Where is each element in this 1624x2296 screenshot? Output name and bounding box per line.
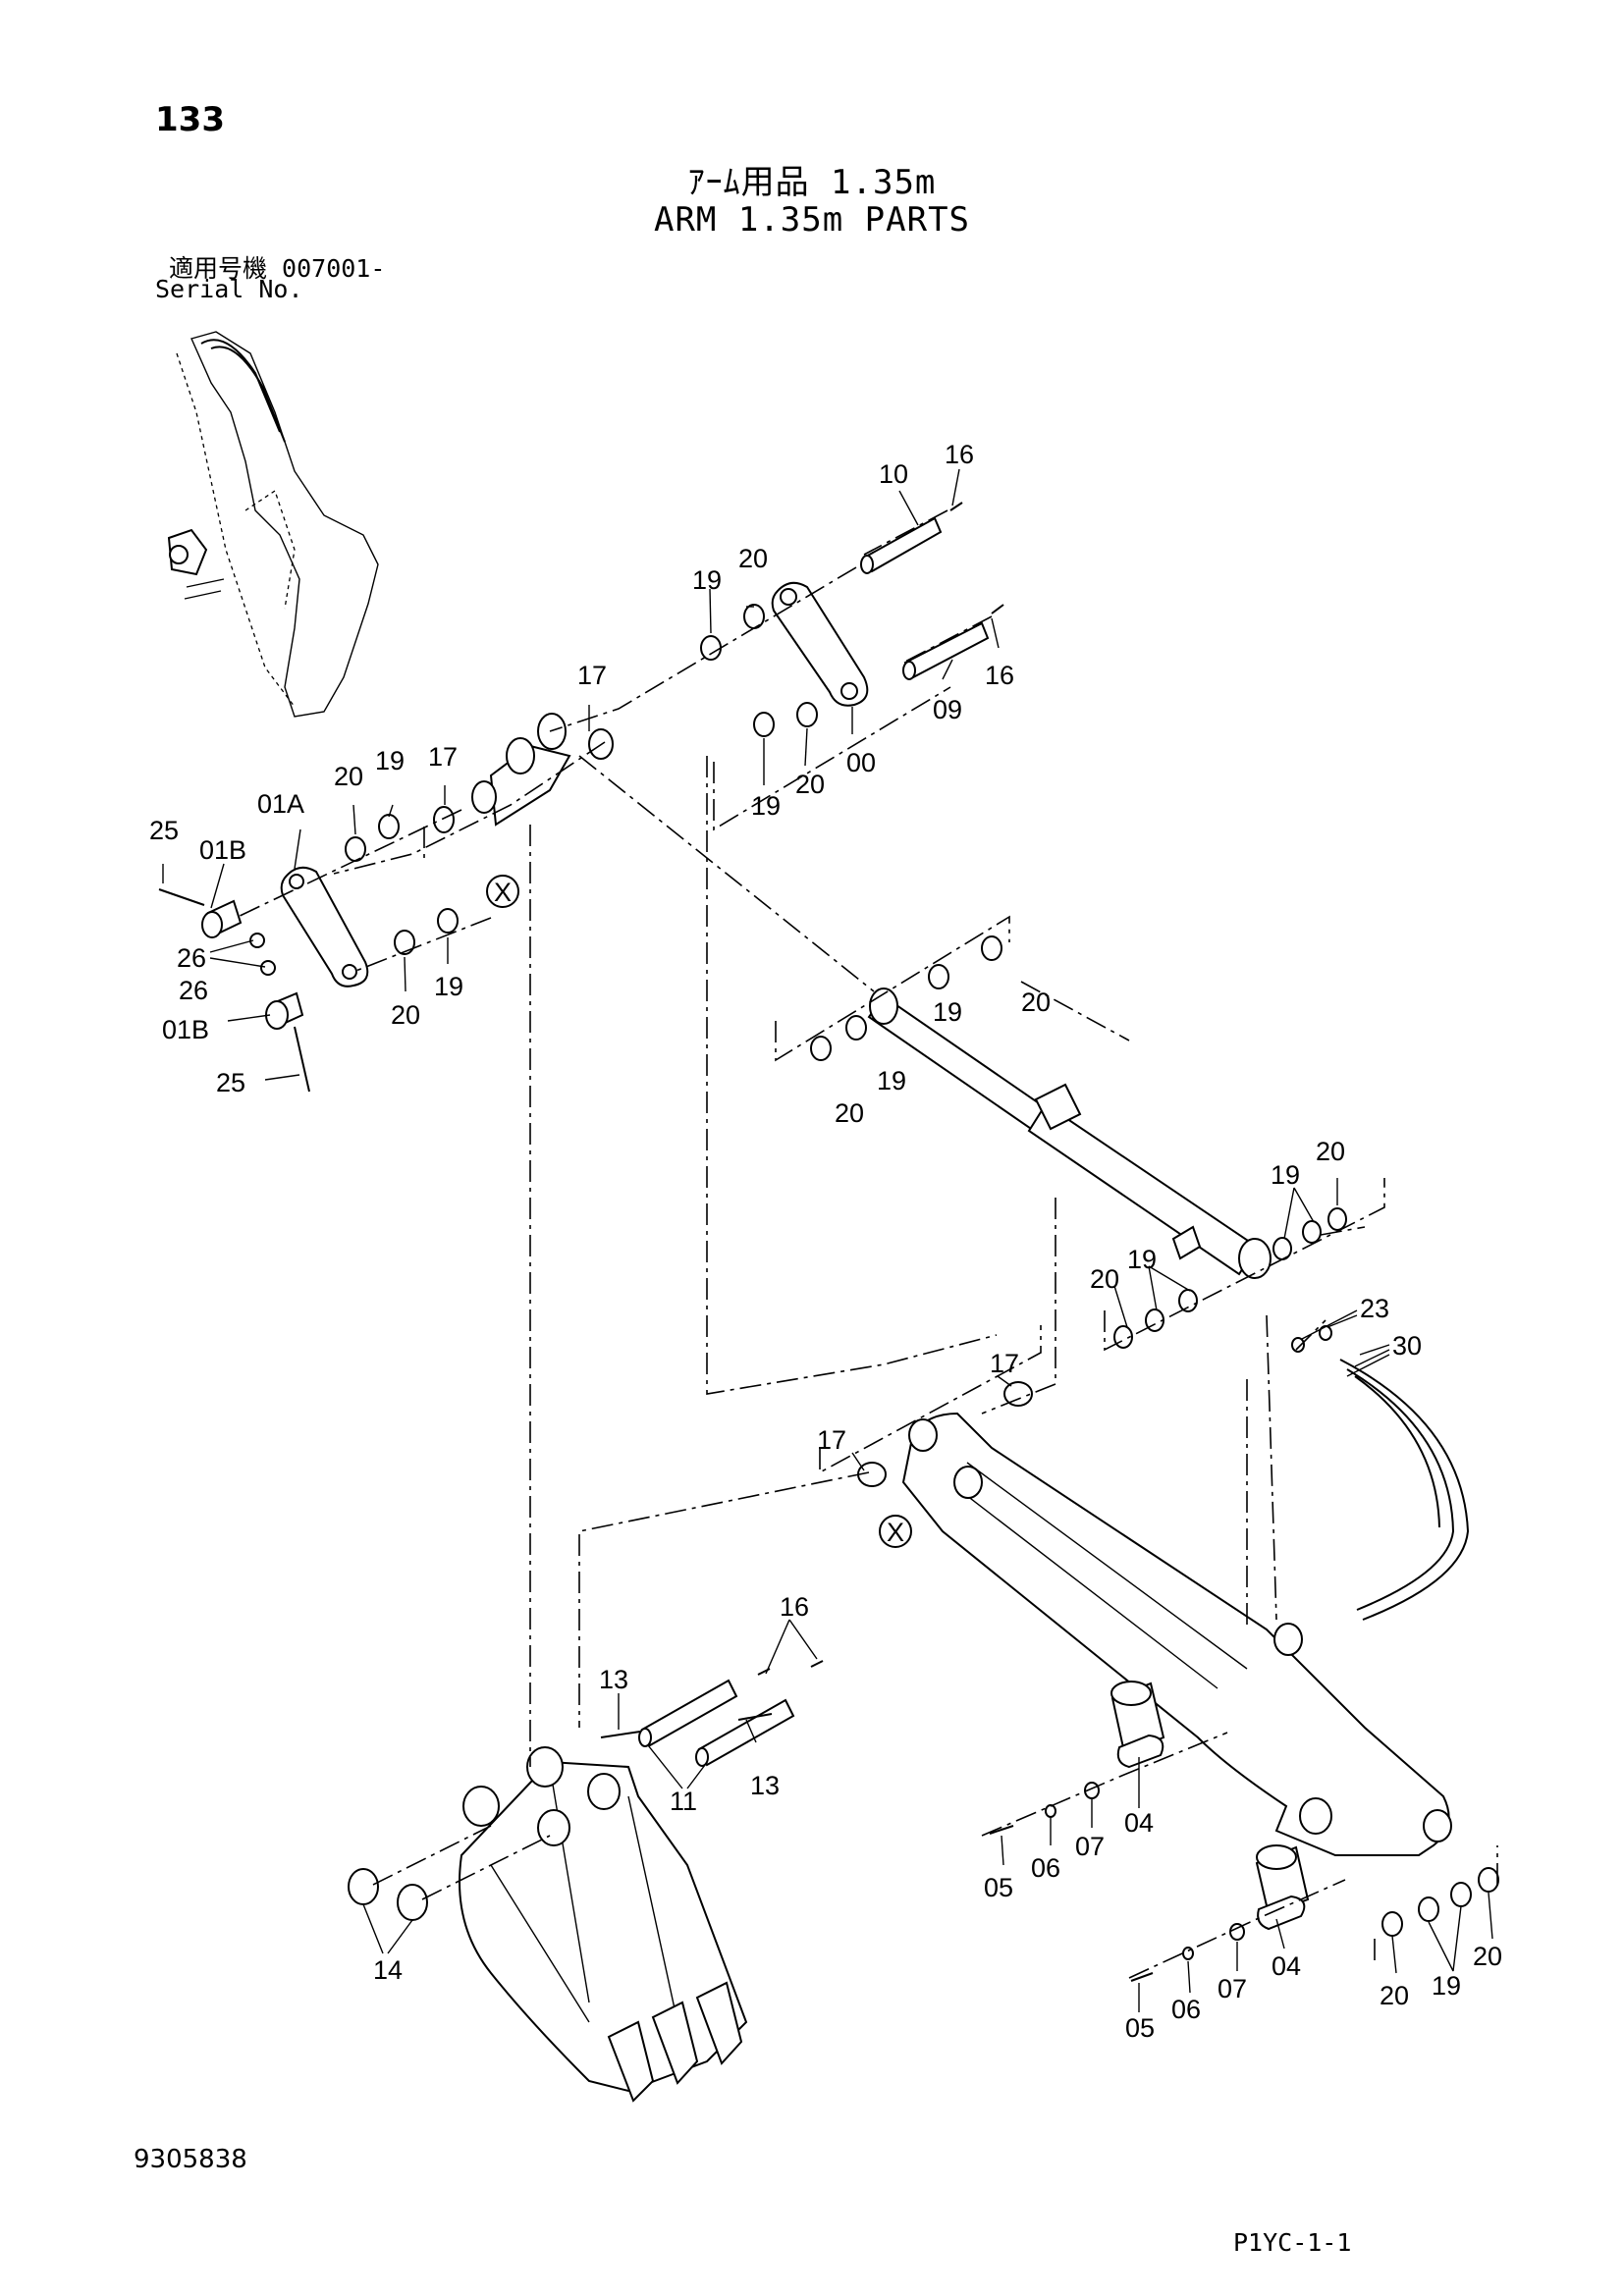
callout-20: 20: [1473, 1942, 1502, 1971]
callout-14: 14: [373, 1955, 403, 1985]
callout-10: 10: [879, 459, 908, 489]
callout-13: 13: [750, 1771, 780, 1800]
callout-19: 19: [1127, 1245, 1157, 1274]
callout-17: 17: [817, 1425, 846, 1455]
bucket: [348, 1660, 824, 2103]
junction-label: X: [887, 1518, 904, 1547]
callout-09: 09: [933, 695, 962, 724]
callout-19: 19: [877, 1066, 906, 1095]
callout-labels: 10 16 20 19 16 09 17 00 20 19 01A 20 19 …: [149, 440, 1502, 2043]
page-code: P1YC-1-1: [1233, 2228, 1352, 2257]
callout-04: 04: [1272, 1951, 1301, 1981]
callout-19: 19: [434, 972, 463, 1001]
page-title-jp: ｱｰﾑ用品 1.35m: [687, 163, 937, 202]
callout-19: 19: [375, 746, 405, 775]
callout-19: 19: [933, 997, 962, 1027]
callout-16: 16: [985, 661, 1014, 690]
callout-20: 20: [795, 770, 825, 799]
callout-20: 20: [738, 544, 768, 573]
callout-01a: 01A: [257, 789, 304, 819]
page-number: 133: [155, 100, 225, 139]
callout-20: 20: [391, 1000, 420, 1030]
serial-label-en: Serial No.: [155, 275, 303, 303]
callout-00: 00: [846, 748, 876, 777]
junction-label: X: [494, 878, 512, 907]
junction-marker-upper: X: [486, 875, 519, 908]
callout-23: 23: [1360, 1294, 1389, 1323]
callout-26: 26: [177, 943, 206, 973]
document-number: 9305838: [134, 2145, 247, 2174]
callout-20: 20: [334, 762, 363, 791]
callout-07: 07: [1075, 1832, 1105, 1861]
callout-17: 17: [577, 661, 607, 690]
callout-19: 19: [692, 565, 722, 595]
callout-19: 19: [751, 791, 781, 821]
callout-19: 19: [1432, 1971, 1461, 2001]
callout-30: 30: [1392, 1331, 1422, 1361]
callout-05: 05: [984, 1873, 1013, 1902]
callout-20: 20: [1316, 1137, 1345, 1166]
arm: [857, 1381, 1499, 1982]
callout-20: 20: [835, 1098, 864, 1128]
callout-19: 19: [1271, 1160, 1300, 1190]
leader-lines: [162, 468, 1493, 2012]
callout-13: 13: [599, 1665, 628, 1694]
callout-01b: 01B: [162, 1015, 209, 1044]
callout-06: 06: [1031, 1853, 1060, 1883]
callout-05: 05: [1125, 2013, 1155, 2043]
callout-06: 06: [1171, 1995, 1201, 2024]
page-title-en: ARM 1.35m PARTS: [653, 200, 971, 240]
callout-04: 04: [1124, 1808, 1154, 1838]
machine-inset: [167, 331, 379, 718]
callout-11: 11: [670, 1787, 697, 1816]
callout-26: 26: [179, 976, 208, 1005]
callout-17: 17: [990, 1349, 1019, 1378]
assembly-lines: [235, 509, 1498, 1979]
callout-20: 20: [1090, 1264, 1119, 1294]
callout-20: 20: [1380, 1981, 1409, 2010]
callout-07: 07: [1218, 1974, 1247, 2003]
callout-25: 25: [216, 1068, 245, 1097]
callout-20: 20: [1021, 988, 1051, 1017]
callout-16: 16: [945, 440, 974, 469]
callout-16: 16: [780, 1592, 809, 1622]
callout-01b: 01B: [199, 835, 246, 865]
bucket-cylinder: [810, 935, 1470, 1621]
junction-marker-lower: X: [879, 1515, 912, 1548]
callout-25: 25: [149, 816, 179, 845]
callout-17: 17: [428, 742, 458, 772]
serial-label-jp: 適用号機 007001-: [169, 254, 386, 283]
